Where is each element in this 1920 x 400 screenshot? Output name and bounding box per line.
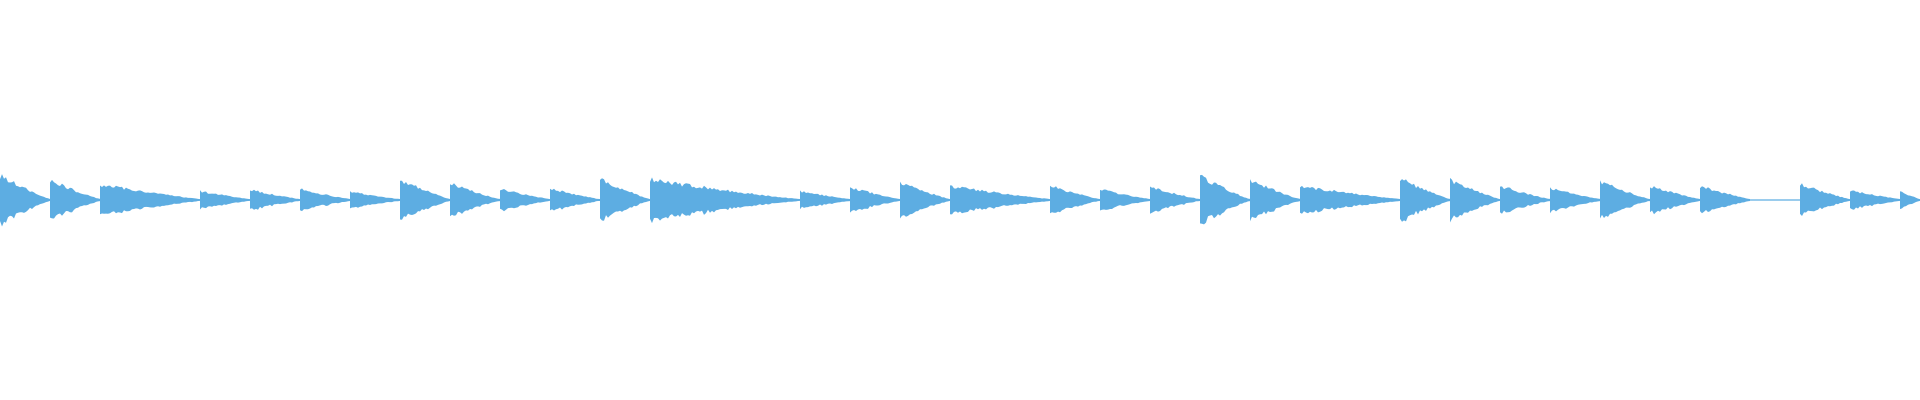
- waveform-note-13: [800, 190, 850, 210]
- waveform-note-16: [950, 185, 1050, 215]
- waveform-note-14: [850, 187, 900, 213]
- waveform-note-22: [1300, 185, 1400, 214]
- waveform-note-6: [350, 191, 400, 209]
- waveform-note-7: [400, 180, 450, 220]
- waveform-note-31: [1850, 190, 1900, 210]
- waveform-note-1: [50, 179, 100, 219]
- waveform-note-27: [1600, 180, 1650, 219]
- waveform-note-19: [1150, 186, 1200, 214]
- waveform-note-25: [1500, 186, 1550, 214]
- waveform-note-18: [1100, 189, 1150, 211]
- waveform-note-2: [100, 185, 200, 215]
- waveform-note-12: [650, 177, 800, 224]
- waveform-note-10: [550, 188, 600, 211]
- waveform-note-17: [1050, 185, 1100, 214]
- waveform-note-0: [0, 174, 50, 227]
- waveform-note-5: [300, 188, 350, 212]
- waveform-note-26: [1550, 187, 1600, 214]
- waveform-note-15: [900, 181, 950, 219]
- waveform-note-4: [250, 189, 300, 210]
- waveform-note-3: [200, 190, 250, 210]
- waveform-note-23: [1400, 179, 1450, 222]
- waveform-note-32: [1900, 191, 1920, 210]
- waveform-note-24: [1450, 177, 1500, 223]
- waveform-note-20: [1200, 174, 1250, 225]
- waveform-note-8: [450, 183, 500, 217]
- waveform-note-9: [500, 189, 550, 212]
- waveform-note-11: [600, 178, 650, 221]
- waveform-note-21: [1250, 179, 1300, 222]
- waveform-note-29: [1700, 186, 1750, 214]
- waveform-note-28: [1650, 186, 1700, 215]
- waveform-note-30: [1800, 183, 1850, 216]
